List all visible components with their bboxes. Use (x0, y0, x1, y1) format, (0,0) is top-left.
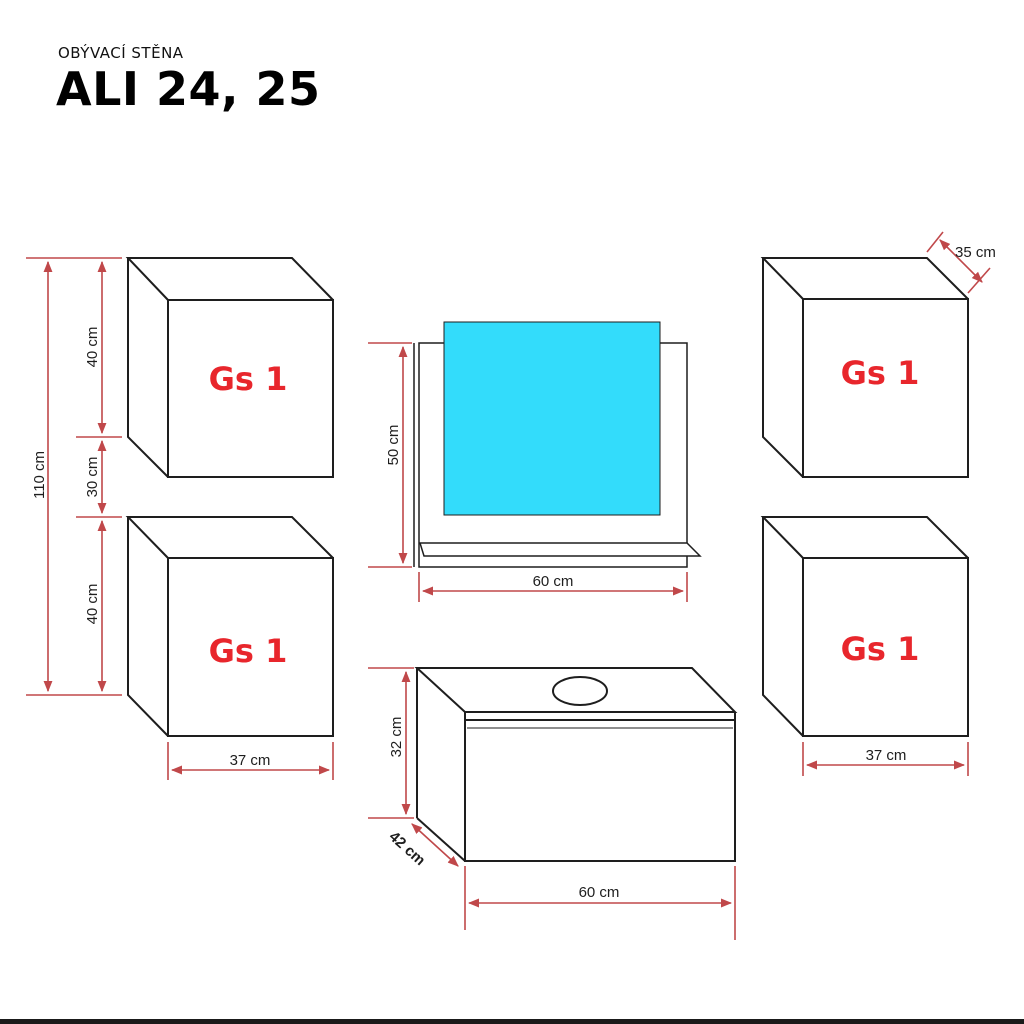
dim-label-panel-width: 60 cm (533, 573, 574, 590)
cabinet-label: Gs 1 (841, 630, 920, 668)
dim-label-console-height: 32 cm (388, 717, 405, 758)
dim-label-console-width: 60 cm (579, 884, 620, 901)
dimension-lines (26, 231, 991, 940)
dim-label-right-width: 37 cm (866, 747, 907, 764)
dim-label-upper-height: 40 cm (84, 327, 101, 368)
cabinet-bottom-left (125, 516, 334, 737)
cabinet-label: Gs 1 (209, 632, 288, 670)
cabinet-top-left (125, 257, 334, 478)
tv-console (414, 667, 738, 862)
dim-label-left-width: 37 cm (230, 752, 271, 769)
dim-label-depth: 35 cm (955, 244, 996, 261)
tv-screen (443, 321, 661, 516)
dim-label-total-height: 110 cm (31, 451, 48, 499)
dim-label-lower-height: 40 cm (84, 584, 101, 625)
dim-label-gap: 30 cm (84, 457, 101, 498)
subtitle: OBÝVACÍ STĚNA (58, 44, 184, 62)
cabinet-bottom-right (760, 516, 969, 737)
page-title: ALI 24, 25 (56, 62, 321, 116)
cabinet-label: Gs 1 (209, 360, 288, 398)
dim-label-console-depth: 42 cm (386, 828, 429, 869)
cabinet-label: Gs 1 (841, 354, 920, 392)
bottom-divider (0, 1019, 1024, 1024)
dim-label-panel-height: 50 cm (385, 425, 402, 466)
